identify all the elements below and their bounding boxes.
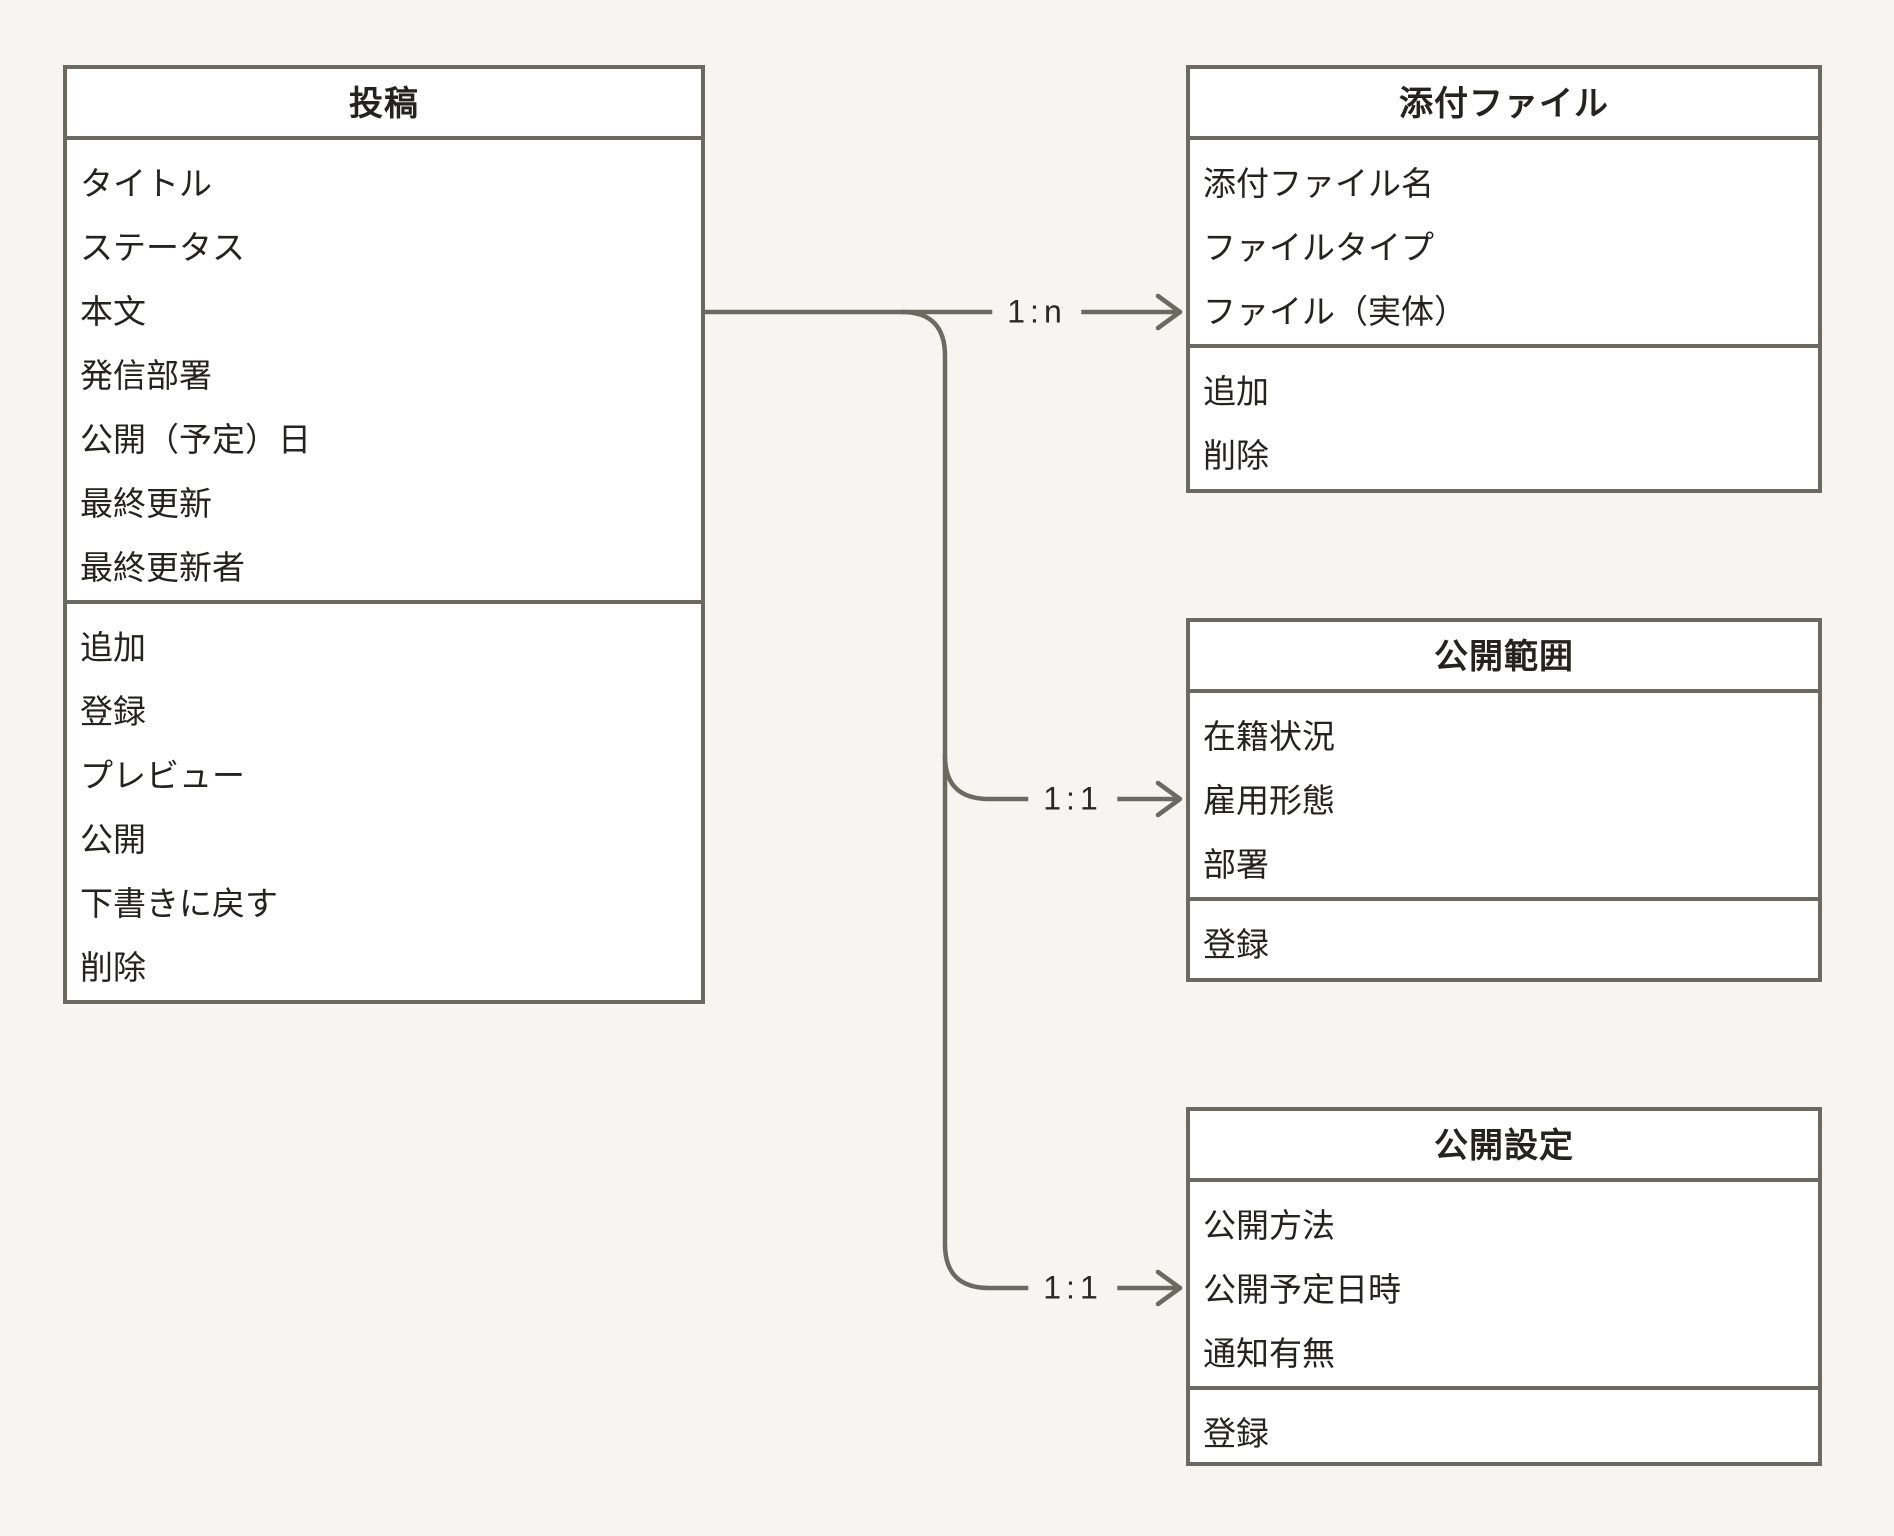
field-item: 最終更新	[80, 485, 212, 522]
entity-actions-list: 登録	[1190, 1386, 1818, 1466]
entity-fields-list: 在籍状況雇用形態部署	[1190, 693, 1818, 897]
action-item: 削除	[1203, 437, 1269, 474]
arrowhead-scope	[1155, 780, 1183, 818]
arrowhead-attachment	[1155, 293, 1183, 331]
field-item: 発信部署	[80, 357, 212, 394]
action-item: 追加	[80, 629, 146, 666]
field-item: 本文	[80, 293, 146, 330]
entity-actions-list: 追加登録プレビュー公開下書きに戻す削除	[67, 600, 701, 1000]
field-item: 通知有無	[1203, 1335, 1335, 1372]
field-item: 公開予定日時	[1203, 1271, 1401, 1308]
arrowhead-settings	[1155, 1269, 1183, 1307]
entity-box-scope: 公開範囲 在籍状況雇用形態部署 登録	[1186, 618, 1822, 982]
action-item: 下書きに戻す	[80, 885, 278, 922]
entity-fields-list: 添付ファイル名ファイルタイプファイル（実体）	[1190, 140, 1818, 344]
field-item: ステータス	[80, 229, 245, 266]
entity-title: 添付ファイル	[1190, 69, 1818, 140]
entity-fields-list: タイトルステータス本文発信部署公開（予定）日最終更新最終更新者	[67, 140, 701, 600]
action-item: プレビュー	[80, 757, 245, 794]
entity-title: 公開範囲	[1190, 622, 1818, 693]
field-item: タイトル	[80, 165, 212, 202]
action-item: 登録	[1203, 926, 1269, 963]
entity-box-attachment: 添付ファイル 添付ファイル名ファイルタイプファイル（実体） 追加削除	[1186, 65, 1822, 493]
entity-fields-list: 公開方法公開予定日時通知有無	[1190, 1182, 1818, 1386]
field-item: 添付ファイル名	[1203, 165, 1434, 202]
field-item: 公開（予定）日	[80, 421, 311, 458]
entity-title: 公開設定	[1190, 1111, 1818, 1182]
entity-actions-list: 追加削除	[1190, 344, 1818, 488]
cardinality-label-post-attachment: 1:n	[992, 291, 1082, 333]
action-item: 削除	[80, 949, 146, 986]
entity-title: 投稿	[67, 69, 701, 140]
field-item: 在籍状況	[1203, 718, 1335, 755]
field-item: ファイル（実体）	[1203, 293, 1467, 330]
field-item: 公開方法	[1203, 1207, 1335, 1244]
field-item: 最終更新者	[80, 549, 245, 586]
entity-box-settings: 公開設定 公開方法公開予定日時通知有無 登録	[1186, 1107, 1822, 1466]
entity-actions-list: 登録	[1190, 897, 1818, 977]
field-item: 部署	[1203, 846, 1269, 883]
field-item: ファイルタイプ	[1203, 229, 1434, 266]
action-item: 追加	[1203, 373, 1269, 410]
action-item: 公開	[80, 821, 146, 858]
field-item: 雇用形態	[1203, 782, 1335, 819]
cardinality-label-post-scope: 1:1	[1028, 778, 1118, 820]
action-item: 登録	[80, 693, 146, 730]
action-item: 登録	[1203, 1415, 1269, 1452]
cardinality-label-post-settings: 1:1	[1028, 1267, 1118, 1309]
entity-box-post: 投稿 タイトルステータス本文発信部署公開（予定）日最終更新最終更新者 追加登録プ…	[63, 65, 705, 1004]
